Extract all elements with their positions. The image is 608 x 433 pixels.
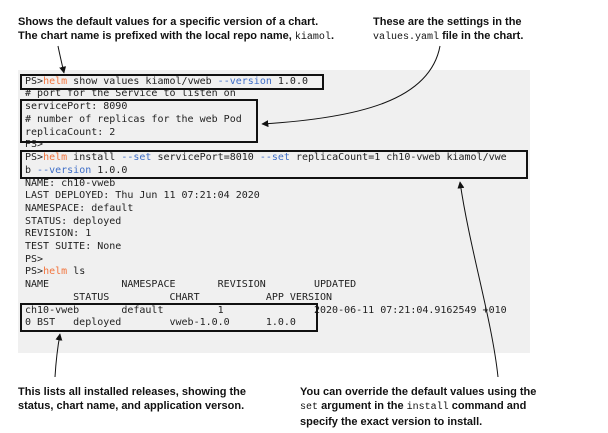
highlight-box-install-command <box>20 150 528 179</box>
command-flag: --version <box>217 76 272 87</box>
arrow-to-show-values <box>57 45 67 74</box>
terminal-line: STATUS: deployed <box>25 216 122 227</box>
ls-row: ch10-vweb default 1 2020-06-11 07:21:04.… <box>25 305 507 316</box>
prompt: PS> <box>25 152 44 163</box>
command-text: 1.0.0 <box>91 165 128 176</box>
callout-code: set <box>300 402 319 413</box>
command-flag: --set <box>259 152 290 163</box>
command-flag: --version <box>37 165 92 176</box>
command-text: b <box>25 165 38 176</box>
terminal-line: # port for the Service to listen on <box>25 88 236 99</box>
highlight-box-ls-output <box>20 303 318 332</box>
highlight-box-default-values <box>20 99 258 143</box>
callout-line: The chart name is prefixed with the loca… <box>18 29 334 45</box>
callout-line: status, chart name, and application vers… <box>18 400 245 412</box>
arrow-to-default-values <box>261 45 441 128</box>
prompt: PS> <box>25 266 44 277</box>
highlight-box-show-values <box>20 74 324 90</box>
callout-code: values.yaml <box>373 32 440 43</box>
callout-override-values: You can override the default values usin… <box>300 385 536 429</box>
command-text: show values kiamol/vweb <box>67 76 218 87</box>
terminal-line: # number of replicas for the web Pod <box>25 114 242 125</box>
helm-command: helm <box>43 152 68 163</box>
callout-code: kiamol <box>294 32 331 43</box>
callout-line: set argument in the install command and <box>300 399 536 415</box>
callout-text: file in the chart. <box>442 30 524 42</box>
callout-values-yaml: These are the settings in the values.yam… <box>373 15 523 45</box>
terminal-line: NAME: ch10-vweb <box>25 178 116 189</box>
command-text: ls <box>67 266 86 277</box>
callout-line: This lists all installed releases, showi… <box>18 386 247 398</box>
callout-line: specify the exact version to install. <box>300 416 483 428</box>
arrow-to-ls-output <box>54 333 63 378</box>
terminal-line: TEST SUITE: None <box>25 241 122 252</box>
terminal-line-install: PS>helm install --set servicePort=8010 -… <box>25 152 507 164</box>
terminal-line: REVISION: 1 <box>25 228 92 239</box>
callout-chart-default-values: Shows the default values for a specific … <box>18 15 334 45</box>
command-flag: --set <box>121 152 152 163</box>
callout-line: These are the settings in the <box>373 16 522 28</box>
terminal-line: NAMESPACE: default <box>25 203 134 214</box>
callout-text: command and <box>451 400 527 412</box>
prompt: PS> <box>25 76 44 87</box>
callout-text: argument in the <box>321 400 404 412</box>
callout-line: values.yaml file in the chart. <box>373 29 523 45</box>
terminal-window[interactable]: PS>helm show values kiamol/vweb --versio… <box>18 70 530 353</box>
ls-header: STATUS CHART APP VERSION <box>25 292 333 303</box>
callout-text: . <box>330 30 334 42</box>
command-text: install <box>67 152 122 163</box>
terminal-line: replicaCount: 2 <box>25 127 116 138</box>
helm-command: helm <box>43 266 68 277</box>
terminal-line-ls: PS>helm ls <box>25 266 85 278</box>
terminal-line: servicePort: 8090 <box>25 101 128 112</box>
command-text: 1.0.0 <box>271 76 308 87</box>
arrow-to-install-command <box>457 181 499 378</box>
callout-code: install <box>406 402 449 413</box>
terminal-line: LAST DEPLOYED: Thu Jun 11 07:21:04 2020 <box>25 190 260 201</box>
command-text: servicePort=8010 <box>151 152 260 163</box>
callout-line: You can override the default values usin… <box>300 386 537 398</box>
terminal-line: PS> <box>25 254 44 265</box>
terminal-line-show-values: PS>helm show values kiamol/vweb --versio… <box>25 76 308 88</box>
ls-header: NAME NAMESPACE REVISION UPDATED <box>25 279 357 290</box>
terminal-line: PS> <box>25 139 44 150</box>
callout-text: The chart name is prefixed with the loca… <box>18 30 292 42</box>
callout-line: Shows the default values for a specific … <box>18 16 319 28</box>
terminal-line-install-wrap: b --version 1.0.0 <box>25 165 127 177</box>
helm-command: helm <box>43 76 68 87</box>
command-text: replicaCount=1 ch10-vweb kiamol/vwe <box>289 152 507 163</box>
ls-row: 0 BST deployed vweb-1.0.0 1.0.0 <box>25 317 296 328</box>
callout-installed-releases: This lists all installed releases, showi… <box>18 385 246 413</box>
